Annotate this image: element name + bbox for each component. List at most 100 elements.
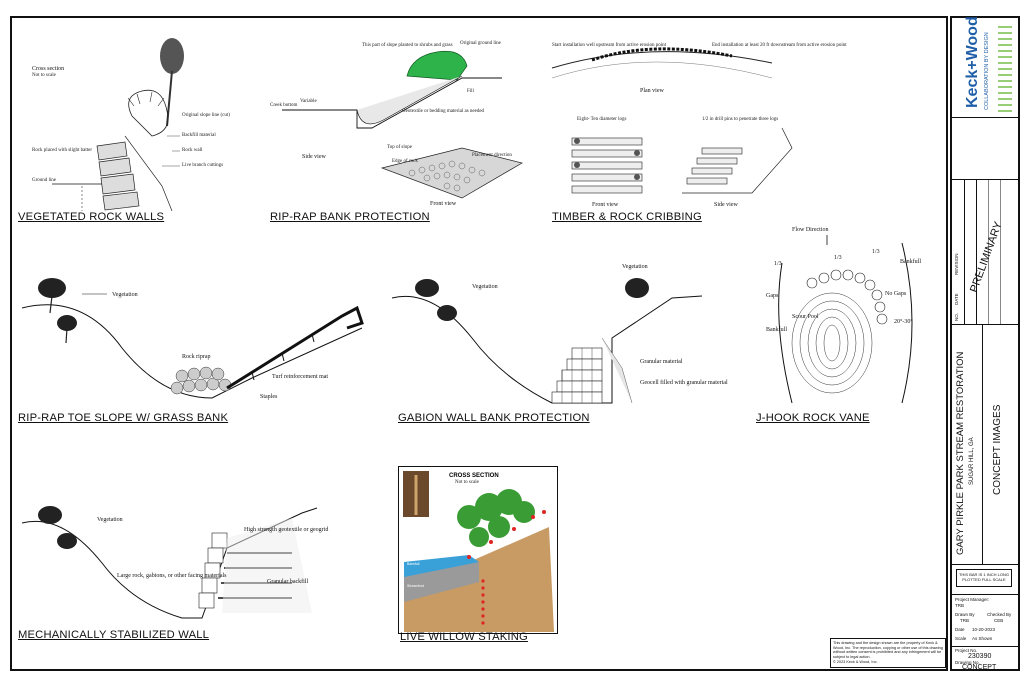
vrw-note-ground-line: Ground line [32, 178, 57, 183]
vrw-leader-notes: Original slope line (cut) Backfill mater… [32, 113, 230, 183]
rip-rap-toe-drawing: Vegetation Rock riprap Turf reinforcemen… [21, 278, 364, 400]
rrb-note-fill: Fill [467, 89, 475, 94]
firm-tagline: COLLABORATION BY DESIGN [984, 32, 990, 110]
mse-note-backfill: Granular backfill [267, 578, 308, 585]
rrb-note-front-view: Front view [430, 201, 457, 207]
disclaimer-text: This drawing and the design shown are th… [833, 641, 943, 659]
mse-wall-drawing: Vegetation High strength geotextile or g… [21, 506, 328, 619]
panel-title-rip-rap-toe: RIP-RAP TOE SLOPE W/ GRASS BANK [18, 412, 229, 424]
trc-note-plan-view: Plan view [640, 88, 664, 94]
project-location: SUGAR HILL, GA [969, 437, 975, 485]
project-no-label: Project No. [955, 648, 978, 653]
mse-note-geogrid: High strength geotextile or geogrid [244, 527, 328, 533]
checked-by-label: Checked By [987, 612, 1012, 617]
panel-title-gabion-wall: GABION WALL BANK PROTECTION [398, 412, 590, 424]
trc-note-end: End installation at least 20 ft downstre… [712, 43, 847, 48]
project-manager-value: TRB [955, 603, 964, 608]
jh-note-third-1: 1/3 [774, 261, 782, 267]
jh-note-angle: 20°-30° [894, 318, 913, 325]
date-value: 10-20-2023 [972, 627, 996, 632]
panel-title-rip-rap-bank: RIP-RAP BANK PROTECTION [270, 211, 430, 223]
rrb-note-edge-rock: Edge of rock [392, 159, 418, 164]
firm-logo: Keck+Wood [964, 16, 981, 108]
drawn-by-label: Drawn By [955, 612, 975, 617]
scale-bar-note: THIS BAR IS 1 INCH LONG PLOTTED FULL SCA… [956, 569, 1012, 587]
vegetated-rock-walls-drawing: Cross section Not to scale Original slop… [32, 38, 230, 212]
lw-bankfull: Bankfull [407, 562, 420, 566]
firm-contact-lines [998, 24, 1012, 112]
blank-cell [952, 118, 1018, 180]
gab-note-vegetation-left: Vegetation [472, 284, 498, 290]
project-title-cell: GARY PIRKLE PARK STREAM RESTORATION SUGA… [952, 325, 1018, 565]
live-willow-image: CROSS SECTION Not to scale Bankfull Stre… [398, 466, 558, 634]
numbers-cell: Project No. 230390 Drawing No. CONCEPT [952, 647, 1018, 671]
sheet-title: CONCEPT IMAGES [992, 404, 1003, 495]
disclaimer-box: This drawing and the design shown are th… [830, 638, 946, 668]
gab-note-granular: Granular material [640, 359, 683, 365]
rrb-note-variable: Variable [300, 99, 317, 104]
project-no-value: 230390 [968, 653, 992, 660]
vrw-note-rock-placed: Rock placed with slight batter [32, 148, 92, 153]
date-label: Date [955, 627, 965, 632]
vrw-note-cross-section: Cross section [32, 66, 64, 72]
rrb-note-geotextile: Geotextile or bedding material as needed [402, 109, 485, 114]
checked-by-value: CEB [994, 618, 1004, 623]
scale-label: Scale [955, 636, 967, 641]
gabion-wall-drawing: Vegetation Vegetation Granular material … [391, 264, 728, 404]
scale-bar-cell: THIS BAR IS 1 INCH LONG PLOTTED FULL SCA… [952, 565, 1018, 595]
rrb-note-top-of-slope: Top of slope [387, 145, 413, 150]
trc-note-side-view: Side view [714, 202, 738, 208]
jh-note-gaps: Gaps [766, 293, 779, 299]
jh-note-flow: Flow Direction [792, 227, 829, 233]
trc-note-front-view: Front view [592, 202, 619, 208]
lw-not-to-scale: Not to scale [455, 480, 480, 485]
jh-note-scour: Scour Pool [792, 314, 819, 320]
drawing-no-value: CONCEPT [962, 664, 997, 671]
drawn-by-value: TRB [960, 618, 969, 623]
jh-note-third-3: 1/3 [872, 249, 880, 255]
vrw-note-scale: Not to scale [32, 73, 57, 78]
date-header: DATE [954, 293, 959, 305]
trc-note-pins: 1/2 in drill pins to penetrate three log… [702, 117, 778, 122]
vrw-note-original-slope: Original slope line (cut) [182, 113, 230, 118]
project-name: GARY PIRKLE PARK STREAM RESTORATION [955, 351, 966, 555]
jh-note-bankfull-right: Bankfull [900, 258, 921, 265]
j-hook-drawing: Flow Direction Bankfull Bankfull Gaps No… [766, 227, 921, 404]
panel-title-j-hook: J-HOOK ROCK VANE [756, 412, 870, 424]
jh-note-bankfull-left: Bankfull [766, 326, 787, 333]
mse-note-large-rock: Large rock, gabions, or other facing mat… [117, 572, 227, 579]
trc-note-start: Start installation well upstream from ac… [552, 43, 667, 48]
vrw-note-live-branch: Live branch cuttings [182, 163, 223, 168]
jh-note-no-gaps: No Gaps [885, 291, 907, 297]
project-info-cell: Project Manager: TRB Drawn By Checked By… [952, 595, 1018, 647]
rrb-note-original-ground: Original ground line [460, 41, 502, 46]
drawing-no-label: Drawing No. [955, 660, 980, 665]
project-manager-label: Project Manager: [955, 597, 990, 602]
rrt-note-turf: Turf reinforcement mat [272, 373, 328, 380]
lw-cross-section: CROSS SECTION [449, 473, 499, 479]
revision-cell: REVISION DATE NO. PRELIMINARY [952, 180, 1018, 325]
rrt-note-vegetation: Vegetation [112, 292, 138, 298]
lw-streambed: Streambed [407, 584, 424, 588]
rrt-note-staples: Staples [260, 394, 278, 400]
firm-logo-cell: Keck+Wood COLLABORATION BY DESIGN [952, 16, 1018, 118]
title-block: Keck+Wood COLLABORATION BY DESIGN REVISI… [950, 16, 1020, 671]
revision-header: REVISION [954, 253, 959, 275]
copyright-text: © 2023 Keck & Wood, Inc. [833, 660, 878, 664]
timber-rock-cribbing-drawing: Start installation well upstream from ac… [551, 43, 847, 208]
trc-note-logs: Eight- Ten diameter logs [577, 117, 626, 122]
panel-title-vegetated-rock-walls: VEGETATED ROCK WALLS [18, 211, 165, 223]
rrb-note-planted: This part of slope planted to shrubs and… [362, 43, 453, 48]
drawing-sheet: Cross section Not to scale Original slop… [10, 16, 948, 671]
mse-note-vegetation: Vegetation [97, 517, 123, 523]
rip-rap-bank-drawing: This part of slope planted to shrubs and… [270, 41, 523, 207]
no-header: NO. [954, 312, 959, 321]
jh-note-third-2: 1/3 [834, 255, 842, 261]
panel-title-timber-rock: TIMBER & ROCK CRIBBING [552, 211, 702, 223]
gab-note-vegetation-right: Vegetation [622, 264, 648, 270]
gab-note-geocell: Geocell filled with granular material [640, 379, 728, 386]
scale-value: As Shown [972, 636, 993, 641]
rrb-note-side-view: Side view [302, 154, 326, 160]
panel-title-live-willow: LIVE WILLOW STAKING [400, 631, 528, 643]
rrb-note-placement: Placement direction [472, 153, 512, 158]
